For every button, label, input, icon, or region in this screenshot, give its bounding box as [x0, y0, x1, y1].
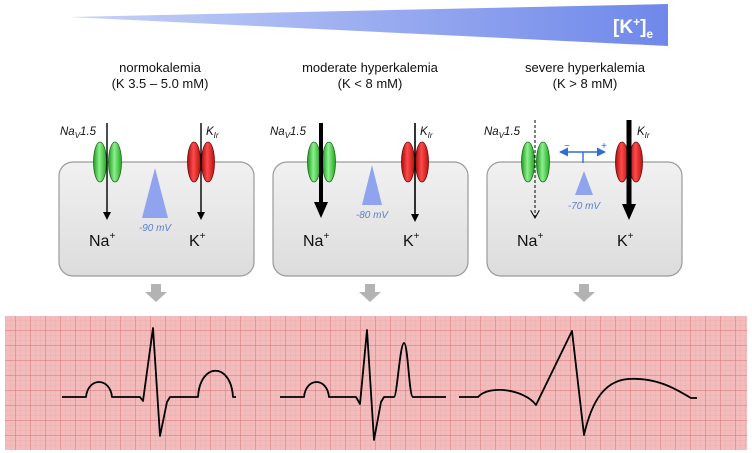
column-subtitle-moderate: (K < 8 mM) [338, 76, 403, 91]
cell-moderate-hyperkalemia: NaV1.5 KIr -80 mV Na+ K+ [270, 123, 469, 277]
k-channel-label: KIr [637, 126, 650, 140]
gradient-wedge [70, 4, 668, 46]
column-subtitle-normokalemia: (K 3.5 – 5.0 mM) [112, 76, 209, 91]
column-title-moderate: moderate hyperkalemia [302, 60, 439, 75]
k-channel-icon [401, 141, 429, 183]
column-subtitle-severe: (K > 8 mM) [553, 76, 618, 91]
na-ion-label: Na+ [89, 231, 115, 250]
na-ion-label: Na+ [517, 231, 543, 250]
na-channel-label: NaV1.5 [484, 126, 521, 140]
down-arrows [145, 284, 595, 302]
ecg-trace-normokalemia [62, 327, 236, 437]
na-channel-label: NaV1.5 [60, 126, 97, 140]
k-ion-label: K+ [617, 231, 634, 250]
membrane-potential-label: -80 mV [356, 210, 390, 221]
membrane-potential-wedge [142, 168, 168, 218]
k-ion-label: K+ [189, 231, 206, 250]
k-channel-icon [615, 141, 643, 183]
ecg-trace-moderate [280, 329, 446, 441]
cell-membrane [58, 161, 255, 277]
column-title-severe: severe hyperkalemia [525, 60, 646, 75]
cell-severe-hyperkalemia: NaV1.5 KIr − + -70 mV Na+ K+ [484, 120, 683, 277]
cell-membrane [486, 161, 683, 277]
membrane-potential-wedge [575, 171, 593, 195]
cell-normokalemia: NaV1.5 KIr -90 mV Na+ K+ [58, 123, 255, 277]
membrane-potential-wedge [362, 165, 382, 205]
minus-sign: − [564, 141, 570, 152]
na-channel-icon [521, 141, 550, 183]
ecg-strip [5, 316, 747, 450]
k-channel-label: KIr [206, 126, 219, 140]
column-headers: normokalemia (K 3.5 – 5.0 mM) moderate h… [112, 60, 646, 91]
na-channel-label: NaV1.5 [270, 126, 307, 140]
down-arrow-icon [573, 284, 595, 302]
membrane-potential-label: -90 mV [139, 223, 173, 234]
potassium-gradient-bar: [K+]e [70, 4, 668, 46]
na-channel-icon [93, 141, 122, 183]
plus-sign: + [601, 141, 607, 152]
down-arrow-icon [359, 284, 381, 302]
ecg-trace-severe [459, 330, 697, 436]
k-channel-label: KIr [420, 126, 433, 140]
k-ion-label: K+ [403, 231, 420, 250]
membrane-potential-label: -70 mV [568, 201, 602, 212]
gradient-label: [K+]e [613, 15, 653, 41]
down-arrow-icon [145, 284, 167, 302]
na-channel-icon [307, 141, 336, 183]
na-ion-label: Na+ [303, 231, 329, 250]
column-title-normokalemia: normokalemia [119, 60, 201, 75]
